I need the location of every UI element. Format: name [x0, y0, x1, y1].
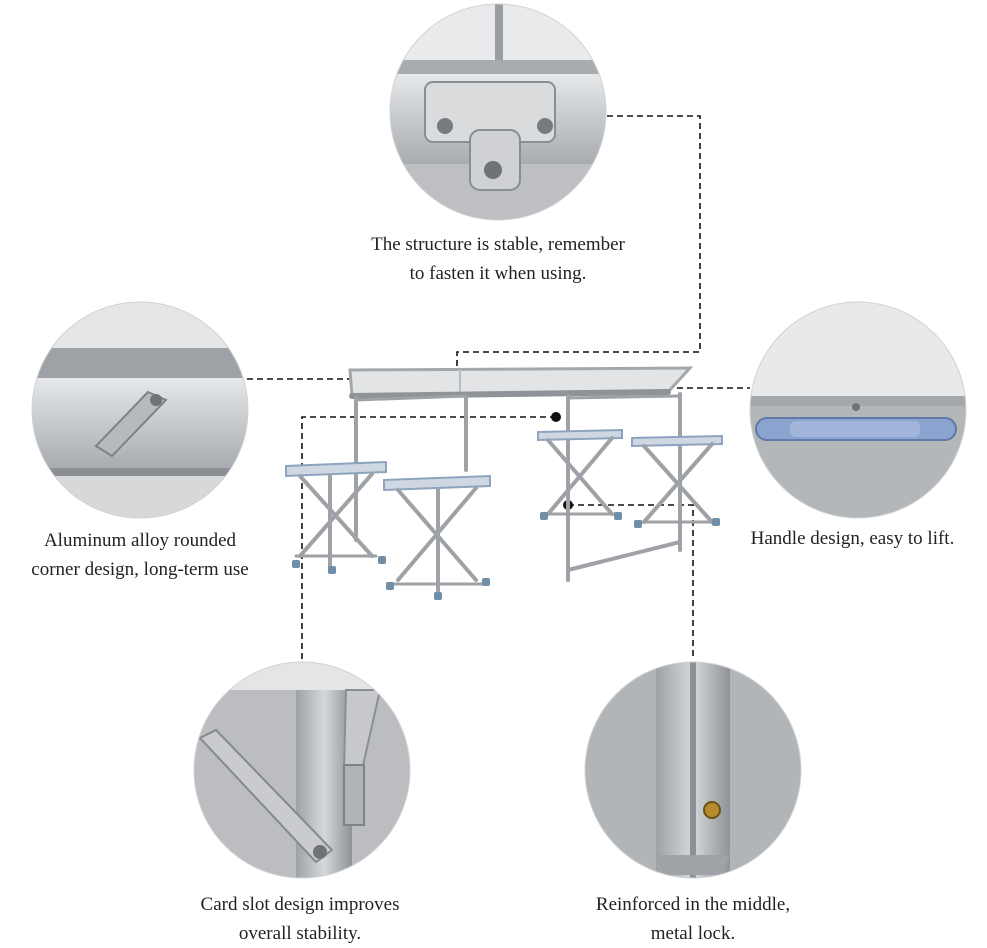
caption-corner: Aluminum alloy rounded corner design, lo… [0, 526, 280, 584]
caption-structure-line1: The structure is stable, remember [371, 234, 625, 255]
caption-card-slot-line2: overall stability. [238, 923, 362, 944]
caption-handle-line1: Handle design, easy to lift. [750, 528, 955, 549]
stool-feet [292, 512, 720, 600]
leader-lines [247, 115, 750, 660]
corner-detail [31, 301, 249, 519]
caption-structure: The structure is stable, remember to fas… [318, 230, 678, 288]
card-slot-detail [193, 661, 411, 879]
handle-detail [749, 301, 967, 519]
caption-handle: Handle design, easy to lift. [720, 524, 985, 553]
caption-metal-lock-line1: Reinforced in the middle, [595, 894, 791, 915]
caption-card-slot-line1: Card slot design improves [200, 894, 400, 915]
caption-corner-line2: corner design, long-term use [31, 559, 249, 580]
folding-table-with-stools [285, 366, 723, 596]
metal-lock-detail [584, 661, 802, 879]
caption-structure-line2: to fasten it when using. [409, 263, 587, 284]
caption-metal-lock-line2: metal lock. [650, 923, 736, 944]
caption-metal-lock: Reinforced in the middle, metal lock. [548, 890, 838, 948]
caption-corner-line1: Aluminum alloy rounded [43, 530, 237, 551]
hinge-latch-detail [389, 3, 607, 221]
caption-card-slot: Card slot design improves overall stabil… [150, 890, 450, 948]
